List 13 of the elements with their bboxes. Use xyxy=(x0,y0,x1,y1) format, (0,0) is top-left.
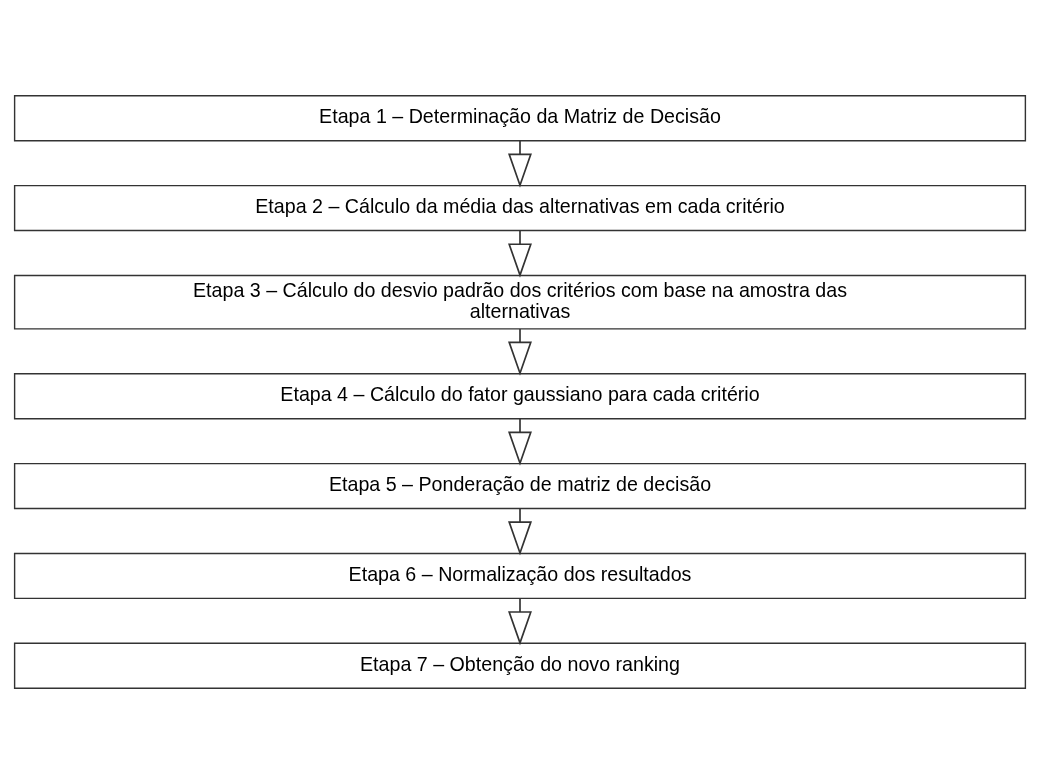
arrow xyxy=(507,417,532,466)
node-box: Etapa 5 – Ponderação de matriz de decisão xyxy=(13,462,1026,509)
node-box: Etapa 2 – Cálculo da média das alternativas em cada critério xyxy=(13,184,1026,231)
arrow xyxy=(507,229,532,278)
node-box: Etapa 3 – Cálculo do desvio padrão dos critérios com base na amostra das alternativas xyxy=(13,274,1026,330)
arrow xyxy=(507,597,532,645)
arrow xyxy=(507,327,532,376)
node-box: Etapa 1 – Determinação da Matriz de Decisão xyxy=(13,94,1026,141)
arrow xyxy=(507,139,532,188)
node-box: Etapa 7 – Obtenção do novo ranking xyxy=(13,642,1026,689)
node-box: Etapa 6 – Normalização dos resultados xyxy=(13,552,1026,599)
node-box: Etapa 4 – Cálculo do fator gaussiano para cada critério xyxy=(13,372,1026,419)
arrow xyxy=(507,507,532,556)
